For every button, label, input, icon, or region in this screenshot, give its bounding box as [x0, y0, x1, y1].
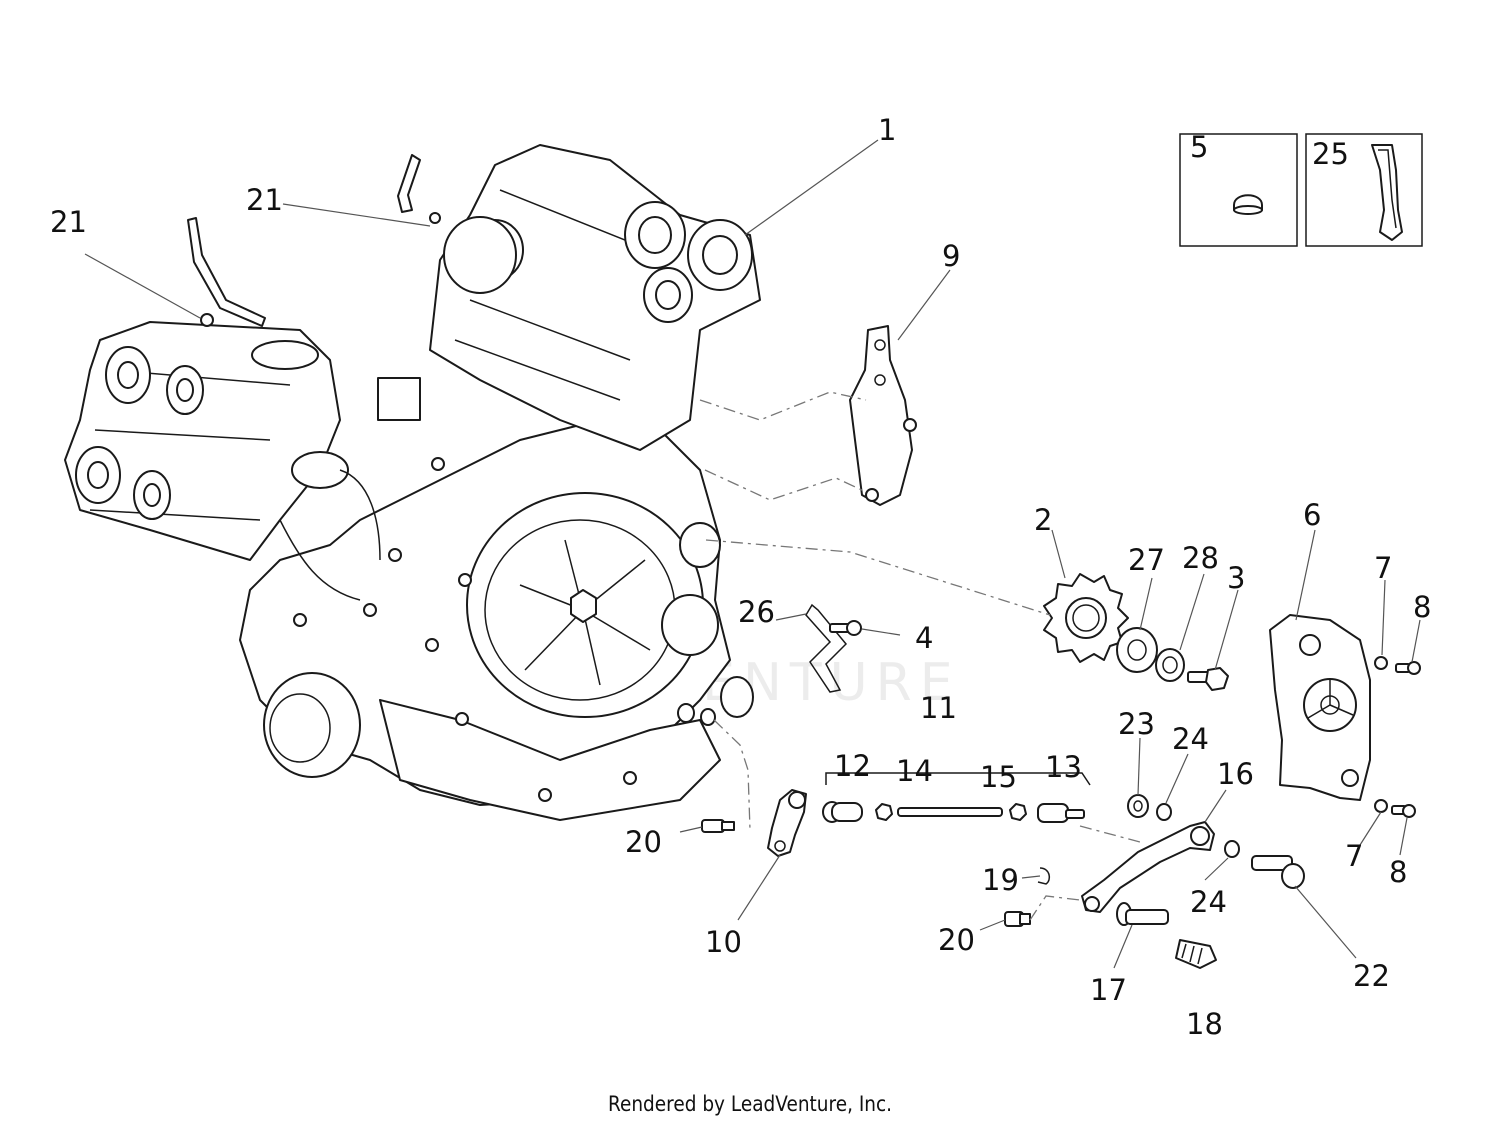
callout-9: 9 [942, 239, 960, 273]
callout-24-lower: 24 [1190, 885, 1227, 919]
callout-26: 26 [738, 595, 775, 629]
callout-6: 6 [1303, 498, 1321, 532]
part-8-bolt-upper[interactable] [1395, 661, 1421, 675]
callout-7-lower: 7 [1345, 839, 1363, 873]
hose-upper[interactable] [397, 154, 441, 224]
callout-21-left: 21 [50, 205, 87, 239]
part-13-rod-end[interactable] [1037, 803, 1085, 823]
callout-11: 11 [920, 691, 957, 725]
part-2-sprocket[interactable] [1043, 573, 1129, 663]
part-18-rubber-peg[interactable] [1175, 939, 1217, 969]
hose-left[interactable] [187, 217, 266, 327]
callout-1: 1 [878, 113, 896, 147]
part-24-oring-lower[interactable] [1224, 840, 1240, 858]
leader-lines [84, 139, 1421, 969]
part-11-rod[interactable] [897, 807, 1003, 817]
callout-28: 28 [1182, 541, 1219, 575]
part-7-washer-lower[interactable] [1374, 799, 1388, 813]
callout-2: 2 [1034, 503, 1052, 537]
part-12-rod-end[interactable] [822, 801, 863, 823]
case-bolts [293, 457, 637, 802]
part-17-pivot-pin[interactable] [1116, 902, 1169, 926]
callout-27: 27 [1128, 543, 1165, 577]
render-credit: Rendered by LeadVenture, Inc. [607, 1092, 893, 1116]
part-8-bolt-lower[interactable] [1391, 804, 1416, 818]
part-6-sprocket-cover[interactable] [1269, 614, 1371, 801]
callout-23: 23 [1118, 707, 1155, 741]
callout-10: 10 [705, 925, 742, 959]
part-20-bolt-left[interactable] [701, 819, 735, 833]
callout-4: 4 [915, 621, 933, 655]
callout-17: 17 [1090, 973, 1127, 1007]
part-27-washer[interactable] [1116, 627, 1158, 673]
part-25-clamp[interactable] [1371, 144, 1403, 241]
part-15-nut[interactable] [1009, 803, 1027, 821]
callout-19: 19 [982, 863, 1019, 897]
part-19-circlip[interactable] [1037, 867, 1051, 885]
part-5-inset-box [1179, 133, 1298, 247]
part-3-bolt[interactable] [1187, 667, 1229, 691]
part-23-washer[interactable] [1127, 794, 1149, 818]
callout-22: 22 [1353, 959, 1390, 993]
callout-12: 12 [834, 749, 871, 783]
callout-25: 25 [1312, 137, 1349, 171]
part-14-nut[interactable] [875, 803, 893, 821]
callout-24-upper: 24 [1172, 722, 1209, 756]
callout-21-upper: 21 [246, 183, 283, 217]
part-9-bracket[interactable] [849, 325, 917, 506]
callout-14: 14 [896, 754, 933, 788]
assembly-lines [699, 391, 1141, 921]
callout-15: 15 [980, 760, 1017, 794]
part-4-bolt[interactable] [829, 620, 862, 636]
part-24-oring-upper[interactable] [1156, 803, 1172, 821]
engine-assembly[interactable] [64, 144, 761, 821]
callout-8-upper: 8 [1413, 590, 1431, 624]
callouts: 1 2 3 4 5 6 7 7 8 8 9 10 11 12 13 14 15 … [50, 113, 1431, 1041]
callout-18: 18 [1186, 1007, 1223, 1041]
callout-20-left: 20 [625, 825, 662, 859]
part-28-washer[interactable] [1155, 648, 1185, 682]
callout-5: 5 [1190, 130, 1208, 164]
callout-16: 16 [1217, 757, 1254, 791]
callout-13: 13 [1045, 750, 1082, 784]
callout-8-lower: 8 [1389, 855, 1407, 889]
callout-3: 3 [1227, 561, 1245, 595]
part-25-inset-box [1305, 133, 1423, 247]
part-22-bolt[interactable] [1251, 855, 1305, 889]
callout-7-upper: 7 [1374, 551, 1392, 585]
part-5-cap[interactable] [1233, 194, 1263, 215]
part-10-shift-lever[interactable] [767, 789, 807, 857]
callout-20-right: 20 [938, 923, 975, 957]
part-20-bolt-right[interactable] [1004, 911, 1031, 927]
part-7-washer-upper[interactable] [1374, 656, 1388, 670]
part-11-bracket-line [825, 772, 1091, 786]
